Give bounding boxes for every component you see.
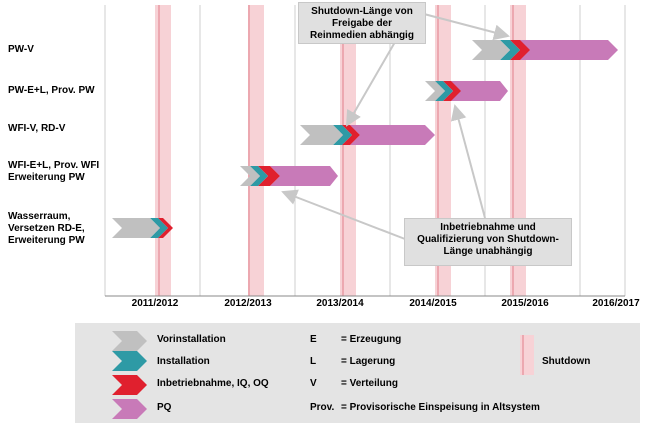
legend-abbr-prov-text: = Provisorische Einspeisung in Altsystem xyxy=(341,402,540,413)
callout-shutdown-dependent: Shutdown-Länge von Freigabe der Reinmedi… xyxy=(298,2,426,44)
legend-abbr-v-text: = Verteilung xyxy=(341,378,398,389)
pq-arrow xyxy=(450,81,508,101)
legend-abbr-prov: Prov. xyxy=(310,402,335,413)
inbetriebnahme-chevron xyxy=(443,81,461,101)
pq-arrow xyxy=(350,125,435,145)
year-label: 2016/2017 xyxy=(592,298,640,309)
legend-abbr-e-text: = Erzeugung xyxy=(341,334,402,345)
callout-shutdown-independent: Inbetriebnahme und Qualifizierung von Sh… xyxy=(404,218,572,266)
vorinstallation-chevron xyxy=(472,40,510,60)
year-label: 2013/2014 xyxy=(316,298,364,309)
inbetriebnahme-chevron xyxy=(158,218,173,238)
year-label: 2012/2013 xyxy=(224,298,272,309)
shutdown-stripe xyxy=(340,5,356,296)
row-label-wasserraum: Wasserraum, Versetzen RD-E, Erweiterung … xyxy=(8,211,85,246)
shutdown-stripe xyxy=(248,5,264,296)
legend-swatches xyxy=(112,331,534,419)
legend-installation-swatch xyxy=(112,351,147,371)
inbetriebnahme-chevron xyxy=(258,166,280,186)
row-label-wfi-el: WFI-E+L, Prov. WFI Erweiterung PW xyxy=(8,160,100,183)
vorinstallation-chevron xyxy=(300,125,343,145)
installation-chevron xyxy=(435,81,453,101)
row-label-pw-v: PW-V xyxy=(8,44,34,55)
installation-chevron xyxy=(150,218,168,238)
year-label: 2011/2012 xyxy=(131,298,179,309)
callout-pointer xyxy=(450,104,486,219)
timeline-wfi-el xyxy=(240,166,338,186)
pq-arrow xyxy=(515,40,618,60)
vorinstallation-chevron xyxy=(240,166,260,186)
legend-vorinstallation-swatch xyxy=(112,331,147,351)
legend-inbetriebnahme-swatch xyxy=(112,375,147,395)
callout-pointer xyxy=(423,13,510,41)
timeline-wasserraum xyxy=(112,218,173,238)
legend-label-vorinstallation: Vorinstallation xyxy=(157,334,226,345)
vorinstallation-chevron xyxy=(425,81,445,101)
year-label: 2014/2015 xyxy=(409,298,457,309)
row-label-wfi-v: WFI-V, RD-V xyxy=(8,123,66,134)
shutdown-stripe xyxy=(155,5,171,296)
legend-shutdown-swatch xyxy=(520,335,534,375)
callout-pointer xyxy=(281,189,406,240)
installation-chevron xyxy=(250,166,268,186)
timeline-pw-v xyxy=(472,40,618,60)
legend-abbr-e: E xyxy=(310,334,317,345)
inbetriebnahme-chevron xyxy=(342,125,360,145)
legend-label-pq: PQ xyxy=(157,402,172,413)
installation-chevron xyxy=(333,125,352,145)
timeline-pw-el xyxy=(425,81,508,101)
legend-abbr-l-text: = Lagerung xyxy=(341,356,396,367)
vorinstallation-chevron xyxy=(112,218,160,238)
legend-label-shutdown: Shutdown xyxy=(542,356,591,367)
callout-pointer xyxy=(345,41,396,127)
row-label-pw-el: PW-E+L, Prov. PW xyxy=(8,85,95,96)
year-label: 2015/2016 xyxy=(501,298,549,309)
legend-label-inbetriebnahme: Inbetriebnahme, IQ, OQ xyxy=(157,378,269,389)
legend-label-installation: Installation xyxy=(157,356,210,367)
legend-abbr-v: V xyxy=(310,378,317,389)
timeline-wfi-v xyxy=(300,125,435,145)
legend-panel: Vorinstallation Installation Inbetriebna… xyxy=(75,323,640,423)
legend-abbr-l: L xyxy=(310,356,317,367)
pq-arrow xyxy=(270,166,338,186)
legend-pq-swatch xyxy=(112,399,147,419)
